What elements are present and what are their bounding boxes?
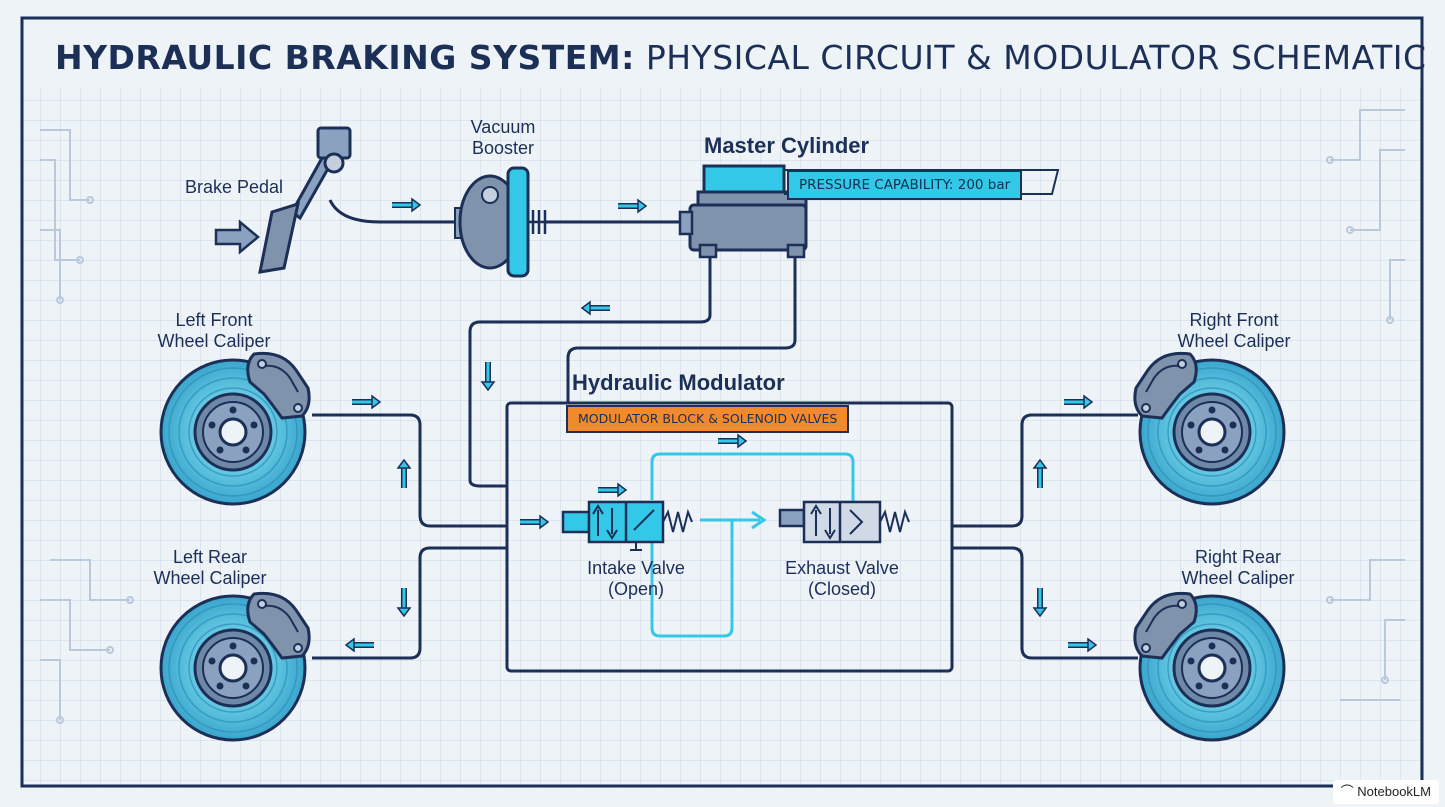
intake-valve-name: Intake Valve bbox=[587, 558, 685, 578]
logo-icon: ⌒ bbox=[1340, 784, 1358, 799]
exhaust-valve-state: (Closed) bbox=[807, 579, 877, 599]
circuit-decoration-right bbox=[1326, 109, 1405, 701]
vacuum-booster-label-line1: Vacuum bbox=[470, 117, 536, 137]
exhaust-valve bbox=[778, 500, 910, 544]
left-front-line1: Left Front bbox=[175, 310, 253, 330]
title-rest: PHYSICAL CIRCUIT & MODULATOR SCHEMATIC bbox=[645, 38, 1427, 77]
frame-border bbox=[20, 16, 1424, 788]
modulator-block-badge: MODULATOR BLOCK & SOLENOID VALVES bbox=[566, 405, 850, 433]
right-rear-line2: Wheel Caliper bbox=[1181, 568, 1295, 588]
vacuum-booster-label-line2: Booster bbox=[471, 138, 535, 158]
hydraulic-lines bbox=[312, 199, 1138, 660]
exhaust-valve-name: Exhaust Valve bbox=[785, 558, 899, 578]
left-rear-line2: Wheel Caliper bbox=[153, 568, 267, 588]
modulator-block bbox=[505, 401, 954, 673]
left-front-line2: Wheel Caliper bbox=[157, 331, 271, 351]
circuit-decoration-left bbox=[40, 129, 134, 724]
vacuum-booster bbox=[454, 166, 547, 278]
right-front-line2: Wheel Caliper bbox=[1177, 331, 1291, 351]
page-title: HYDRAULIC BRAKING SYSTEM: PHYSICAL CIRCU… bbox=[55, 38, 1427, 77]
brake-pedal bbox=[258, 126, 352, 274]
notebooklm-logo: ⌒ NotebookLM bbox=[1332, 780, 1439, 804]
pedal-force-arrow bbox=[214, 219, 260, 255]
brake-pedal-label: Brake Pedal bbox=[185, 177, 284, 197]
intake-valve-label: Intake Valve(Open) bbox=[568, 558, 704, 600]
hydraulic-modulator-label: Hydraulic Modulator bbox=[572, 370, 785, 395]
master-cylinder-label: Master Cylinder bbox=[704, 133, 870, 158]
right-rear-line1: Right Rear bbox=[1194, 547, 1282, 567]
logo-text: NotebookLM bbox=[1357, 784, 1431, 799]
title-bold: HYDRAULIC BRAKING SYSTEM: bbox=[55, 38, 635, 77]
right-front-line1: Right Front bbox=[1189, 310, 1279, 330]
modulator-internal-lines bbox=[650, 452, 855, 638]
exhaust-valve-label: Exhaust Valve(Closed) bbox=[772, 558, 912, 600]
intake-valve bbox=[561, 500, 693, 551]
pressure-capability-badge: PRESSURE CAPABILITY: 200 bar bbox=[787, 170, 1023, 200]
master-cylinder bbox=[678, 164, 808, 259]
left-rear-line1: Left Rear bbox=[172, 547, 248, 567]
intake-valve-state: (Open) bbox=[607, 579, 665, 599]
